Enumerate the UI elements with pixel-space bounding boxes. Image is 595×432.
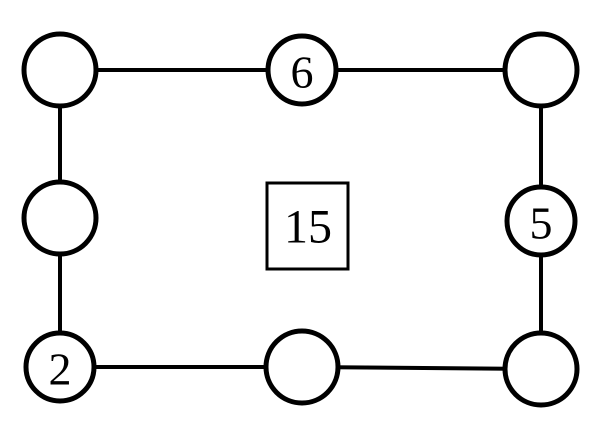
node-value-bottom-left: 2: [49, 344, 72, 395]
center-sum-box: [265, 181, 350, 271]
node-circle-middle-left: [21, 179, 99, 257]
node-circle-bottom-middle: [263, 328, 341, 406]
node-top-right: [502, 31, 580, 109]
center-sum-value: 15: [284, 201, 332, 254]
node-middle-right: 5: [504, 184, 578, 258]
node-layer: 6 5 2: [21, 31, 580, 408]
node-bottom-middle: [263, 328, 341, 406]
node-bottom-left: 2: [23, 330, 97, 404]
node-circle-top-left: [21, 31, 99, 109]
node-circle-top-right: [502, 31, 580, 109]
node-value-middle-right: 5: [530, 198, 553, 249]
edge-bottom-middle-to-bottom-right: [300, 365, 543, 371]
node-circle-bottom-left: [23, 330, 97, 404]
node-top-left: [21, 31, 99, 109]
node-value-top-middle: 6: [291, 47, 314, 98]
node-bottom-right: [502, 330, 580, 408]
node-circle-top-middle: [265, 33, 339, 107]
node-circle-middle-right: [504, 184, 578, 258]
node-top-middle: 6: [265, 33, 339, 107]
node-middle-left: [21, 179, 99, 257]
node-circle-bottom-right: [502, 330, 580, 408]
